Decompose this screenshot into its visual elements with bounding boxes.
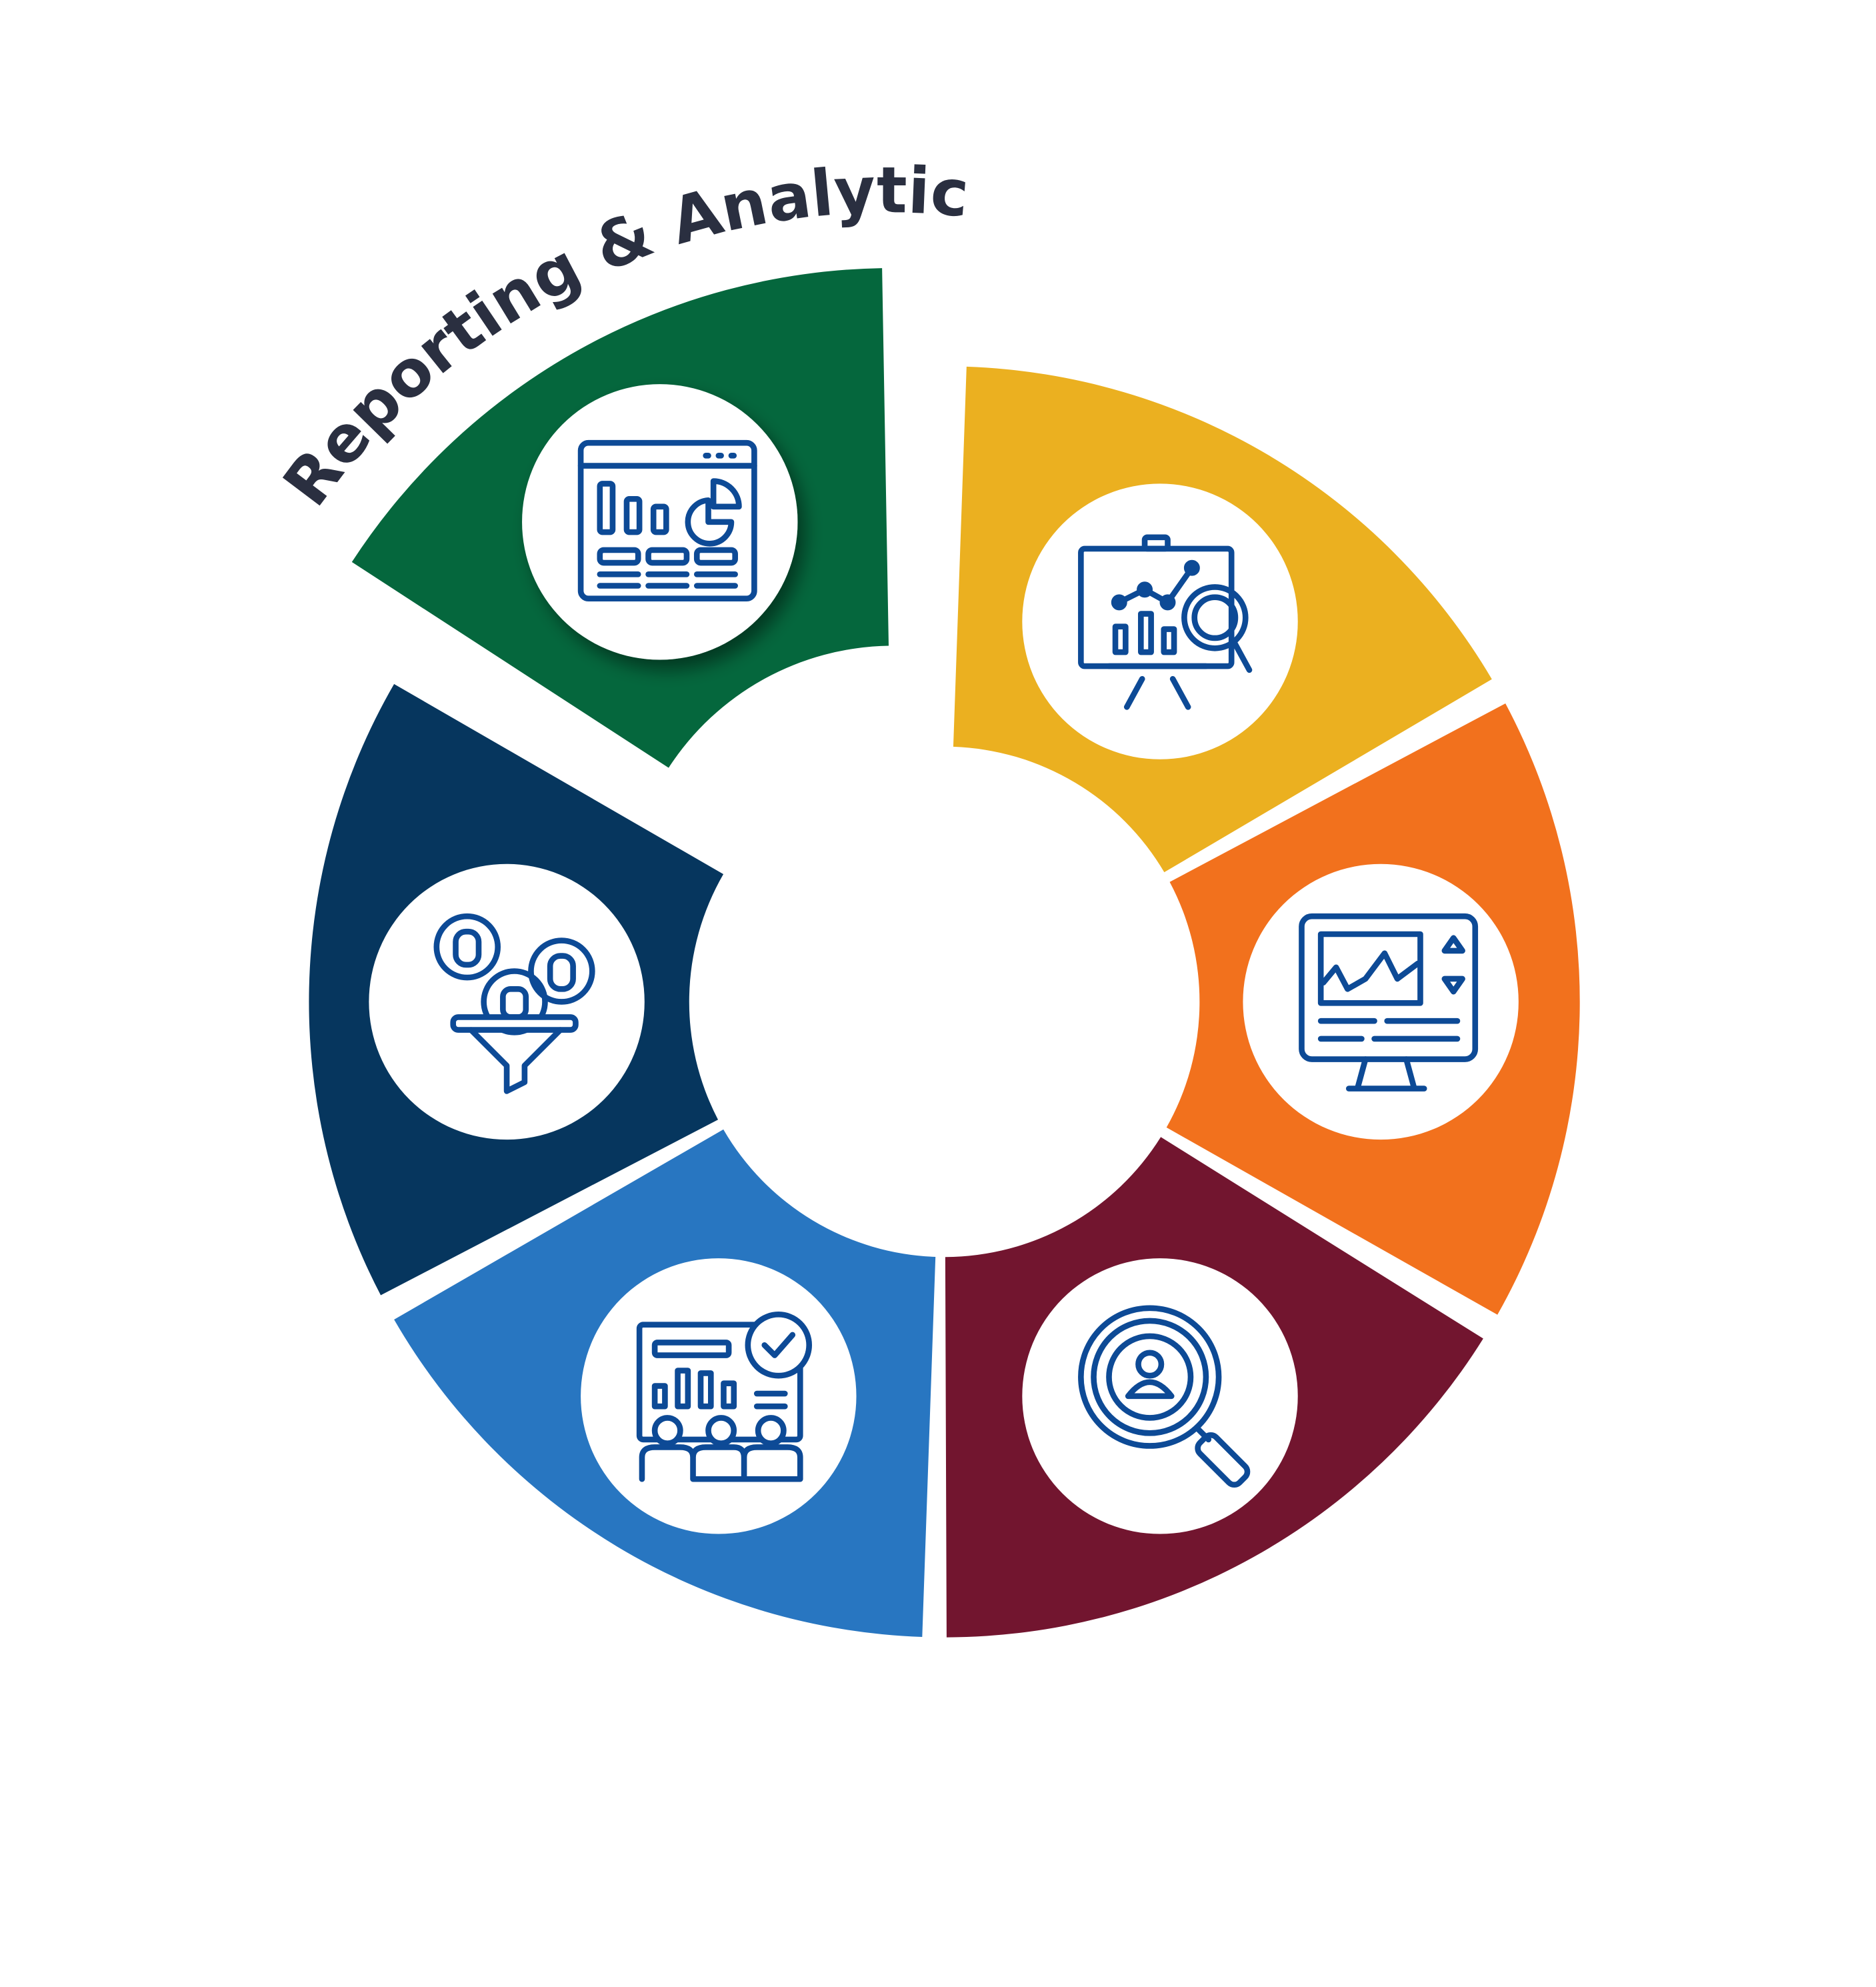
icon-circle-data-funnel [369, 863, 645, 1140]
user-search-icon [1078, 1305, 1251, 1488]
dashboard-icon [577, 439, 757, 601]
icon-circle-presentation-analysis [1022, 483, 1298, 759]
icon-circle-team-report [581, 1258, 857, 1534]
monitor-chart-icon [1299, 913, 1479, 1092]
data-funnel-icon [433, 913, 595, 1094]
icon-circle-reporting-analytics [522, 384, 798, 660]
presentation-chart-search-icon [1078, 534, 1253, 710]
team-report-icon [636, 1312, 812, 1482]
